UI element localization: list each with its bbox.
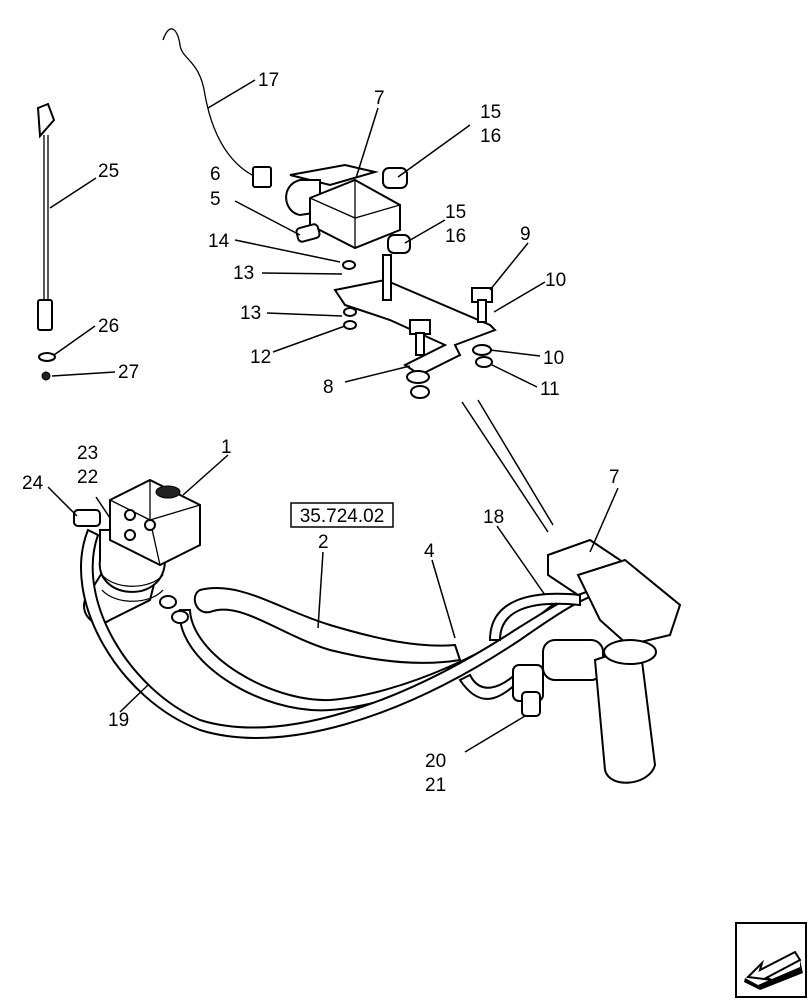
callout-13-upper: 13 [233, 263, 254, 284]
callout-21: 21 [425, 775, 446, 796]
filter-assembly [542, 538, 682, 784]
reference-box: 35.724.02 [290, 502, 394, 528]
callout-16-lower: 16 [445, 226, 466, 247]
callout-8: 8 [323, 377, 334, 398]
hoses [73, 509, 597, 739]
callout-15-lower: 15 [445, 202, 466, 223]
callout-labels: 17 7 15 16 6 5 15 16 14 9 13 10 13 12 10… [22, 70, 620, 796]
callout-9: 9 [520, 224, 531, 245]
callout-7-upper: 7 [374, 88, 385, 109]
steering-unit [83, 478, 201, 625]
callout-6: 6 [210, 164, 221, 185]
mounting-bracket [333, 254, 497, 399]
callout-4: 4 [424, 541, 435, 562]
back-navigation-button[interactable] [735, 922, 807, 998]
callout-10-upper: 10 [545, 270, 566, 291]
callout-13-lower: 13 [240, 303, 261, 324]
callout-16-upper: 16 [480, 126, 501, 147]
solenoid-valve-upper [162, 28, 411, 254]
reference-number: 35.724.02 [300, 506, 385, 527]
leader-lines [47, 79, 619, 753]
callout-2: 2 [318, 532, 329, 553]
callout-25: 25 [98, 161, 119, 182]
callout-11: 11 [540, 379, 560, 400]
sensor-assembly [36, 102, 56, 381]
callout-19: 19 [108, 710, 129, 731]
callout-18: 18 [483, 507, 504, 528]
callout-12: 12 [250, 347, 271, 368]
callout-27: 27 [118, 362, 139, 383]
callout-15-upper: 15 [480, 102, 501, 123]
callout-24: 24 [22, 473, 44, 494]
callout-26: 26 [98, 316, 119, 337]
callout-20: 20 [425, 751, 446, 772]
callout-17: 17 [258, 70, 279, 91]
arrow-back-icon [744, 950, 803, 990]
callout-7-lower: 7 [609, 467, 620, 488]
callout-1: 1 [221, 437, 232, 458]
callout-10-lower: 10 [543, 348, 564, 369]
callout-5: 5 [210, 189, 221, 210]
callout-22: 22 [77, 467, 98, 488]
callout-23: 23 [77, 443, 98, 464]
callout-14: 14 [208, 231, 230, 252]
